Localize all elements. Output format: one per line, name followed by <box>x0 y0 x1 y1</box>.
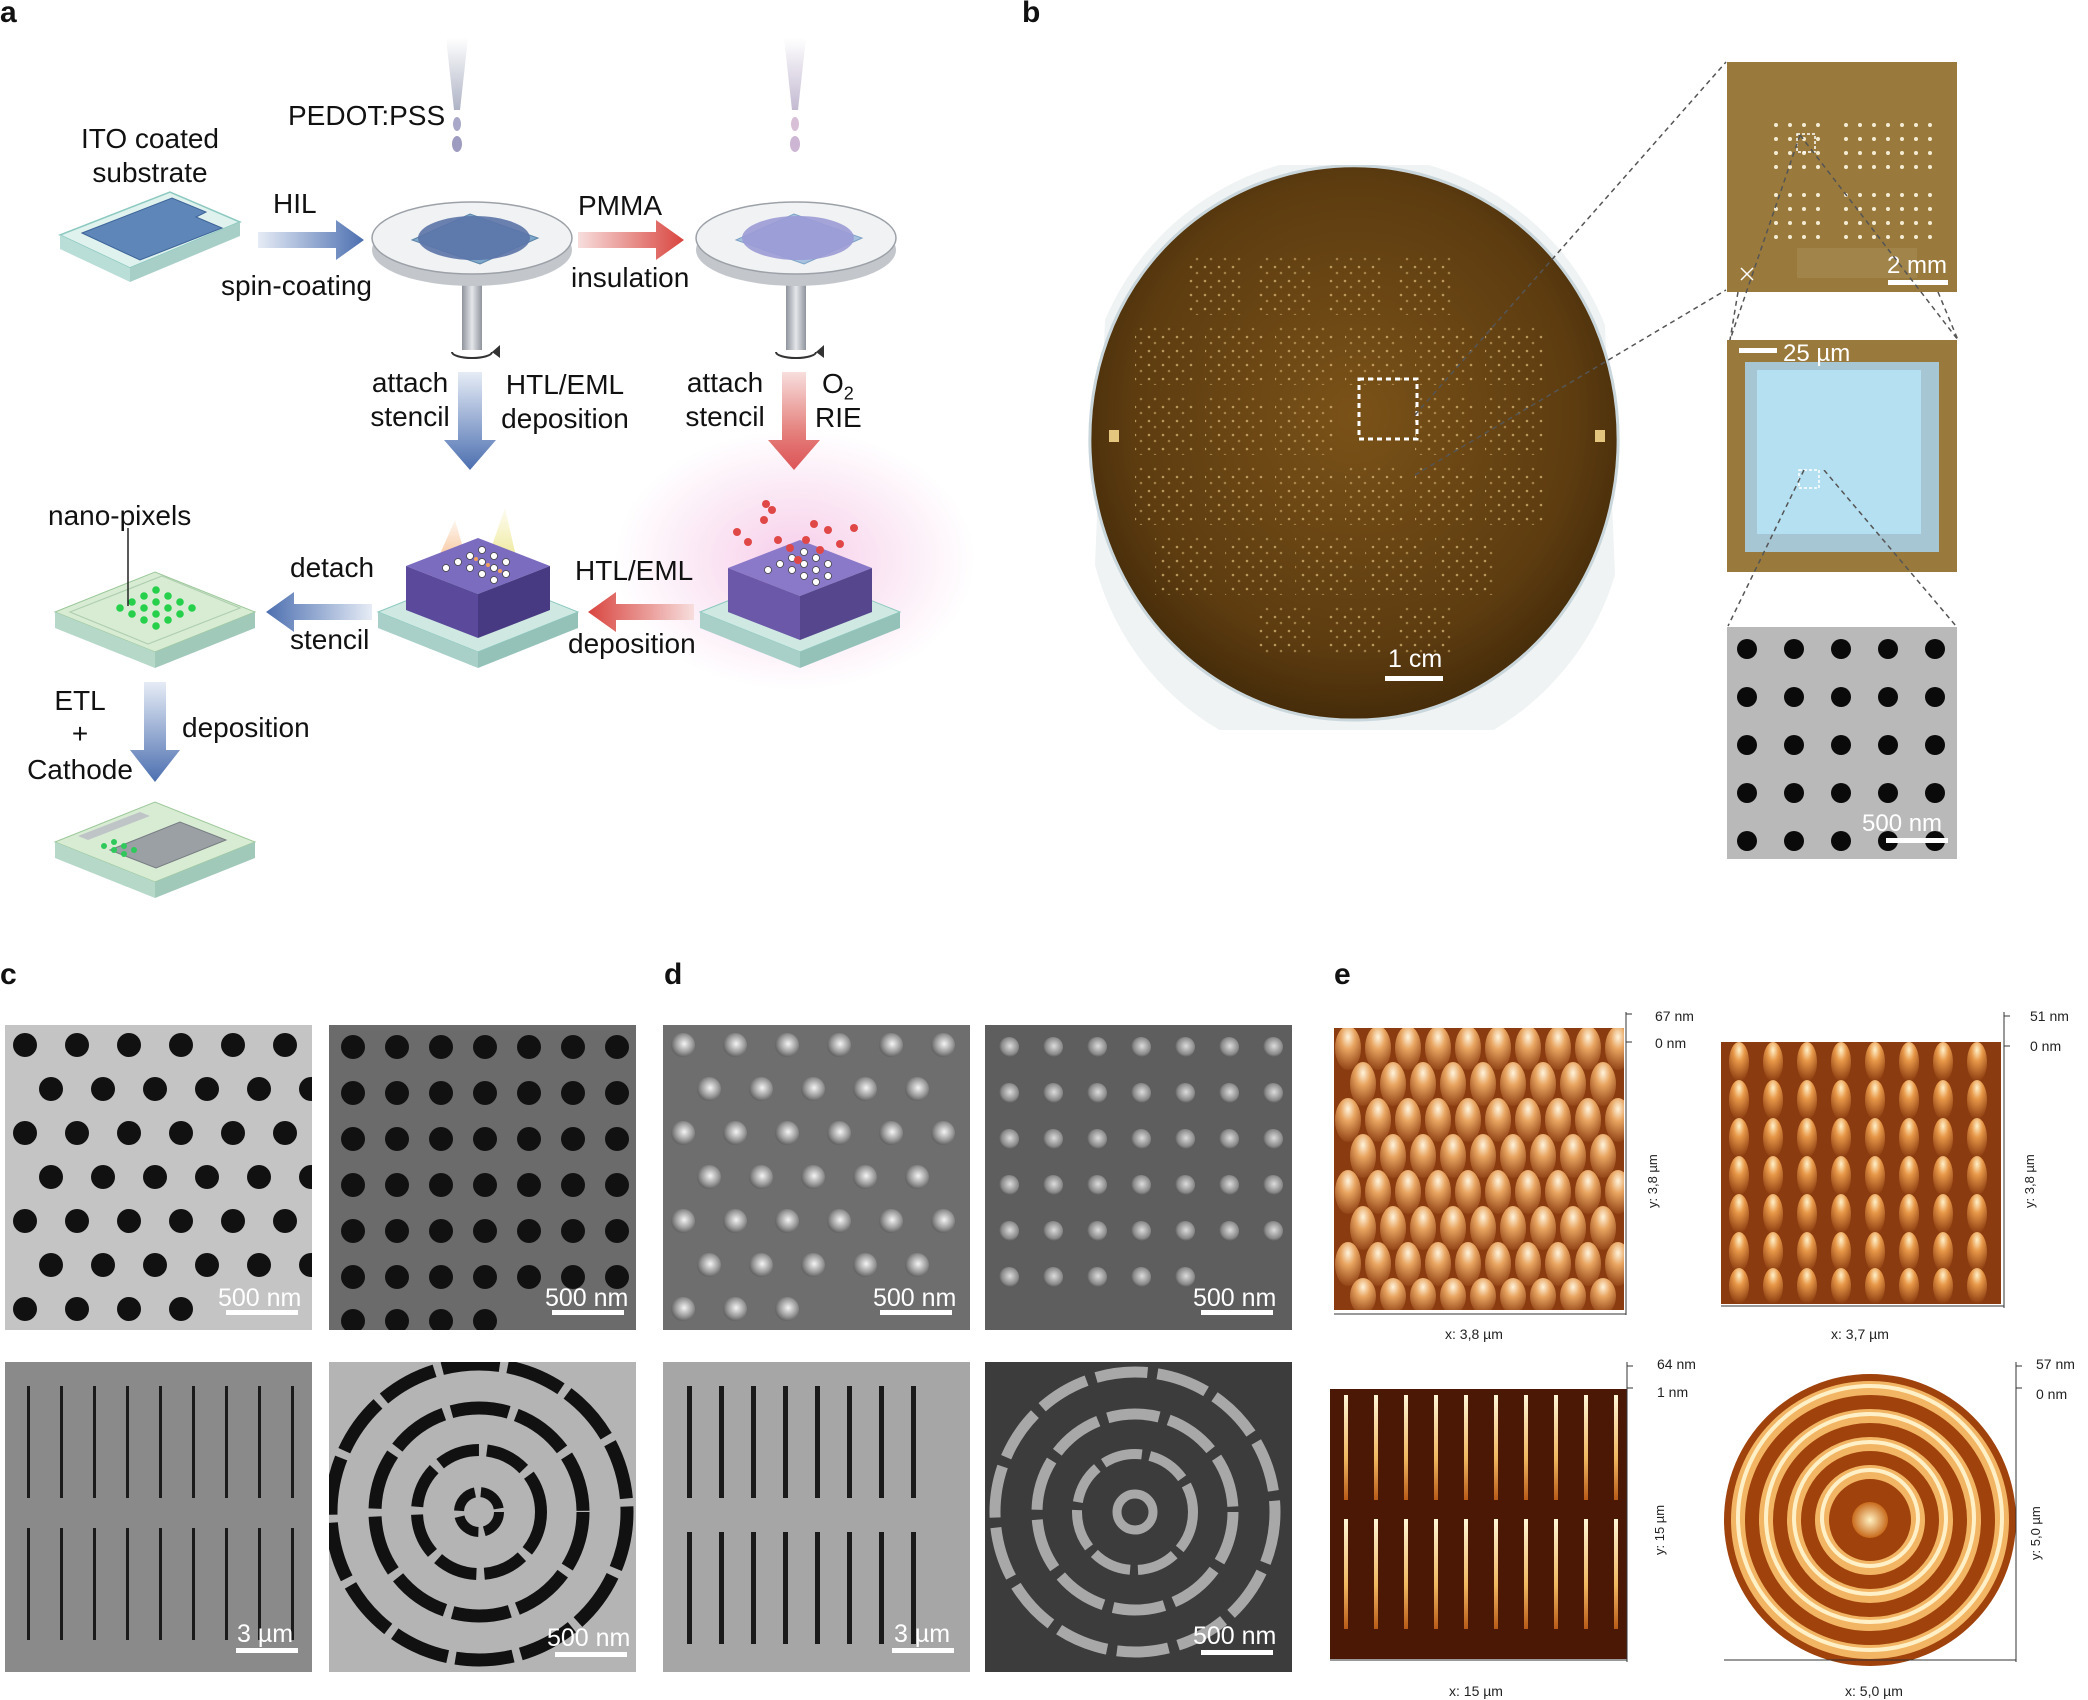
afm2-x-label: x: 3,7 µm <box>1831 1326 1889 1342</box>
scalebar-label-sem-b: 500 nm <box>1862 810 1943 837</box>
sem-d-hex-dots <box>663 1025 970 1330</box>
label-ito-substrate: ITO coated substrate <box>80 123 219 188</box>
scalebar-c1 <box>226 1310 298 1315</box>
afm1-x-label: x: 3,8 µm <box>1445 1326 1503 1342</box>
panel-label-a: a <box>0 0 17 29</box>
zoom-lines-3 <box>1727 470 1957 627</box>
label-htl-eml-deposition-1: HTL/EML deposition <box>501 369 629 434</box>
sem-c-square-holes <box>329 1025 636 1330</box>
afm-axes-3 <box>1330 1362 1633 1662</box>
scalebar-label-d3: 3 µm <box>894 1620 951 1648</box>
sem-d-rings <box>985 1362 1292 1672</box>
afm2-y-label: y: 3,8 µm <box>2022 1154 2037 1208</box>
scalebar-label-wafer: 1 cm <box>1388 645 1443 673</box>
afm3-x-label: x: 15 µm <box>1449 1683 1503 1699</box>
scalebar-label-c3: 3 µm <box>237 1620 294 1648</box>
scalebar-d3 <box>892 1648 954 1653</box>
label-o2: O2 <box>822 368 854 404</box>
scalebar-chip <box>1888 280 1948 285</box>
scalebar-d4 <box>1201 1650 1273 1655</box>
chip-photo <box>1727 62 1957 292</box>
panel-label-e: e <box>1334 958 1351 991</box>
sem-d-lines <box>663 1362 970 1672</box>
sem-c-lines <box>5 1362 312 1672</box>
label-etl: ETL <box>54 685 106 716</box>
label-attach-stencil-2: attach stencil <box>685 367 765 432</box>
zoom-lines-2 <box>1729 134 1959 341</box>
afm-axes-2 <box>1721 1012 2010 1308</box>
afm4-zmin: 0 nm <box>2036 1386 2068 1402</box>
scalebar-label-c2: 500 nm <box>545 1284 629 1312</box>
scalebar-label-d4: 500 nm <box>1193 1622 1277 1650</box>
scalebar-pixel <box>1739 348 1777 353</box>
label-hil: HIL <box>273 188 317 219</box>
scalebar-label-c4: 500 nm <box>547 1624 631 1652</box>
afm4-zmax: 57 nm <box>2036 1356 2075 1372</box>
afm3-y-label: y: 15 µm <box>1652 1504 1667 1555</box>
label-attach-stencil-1: attach stencil <box>370 367 450 432</box>
panel-label-d: d <box>664 958 683 991</box>
label-deposition-2: deposition <box>182 712 310 743</box>
label-pmma: PMMA <box>578 190 662 221</box>
scalebar-label-chip: 2 mm <box>1887 252 1947 279</box>
wafer-photo <box>1075 165 1635 730</box>
afm-axes-1 <box>1334 1012 1632 1315</box>
sem-holes-b <box>1727 627 1957 859</box>
label-cathode: Cathode <box>27 754 133 785</box>
scalebar-label-pixel: 25 µm <box>1783 340 1851 367</box>
afm-axes-4 <box>1724 1362 2022 1662</box>
label-nano-pixels: nano-pixels <box>48 500 192 531</box>
label-pedot-pss: PEDOT:PSS <box>288 100 446 131</box>
afm4-y-label: y: 5,0 µm <box>2028 1506 2043 1560</box>
panel-label-b: b <box>1022 0 1041 29</box>
afm2-zmin: 0 nm <box>2030 1038 2062 1054</box>
label-detach: detach <box>290 552 375 583</box>
afm1-zmax: 67 nm <box>1655 1008 1694 1024</box>
afm4-x-label: x: 5,0 µm <box>1845 1683 1903 1699</box>
afm-square-cones <box>1721 1042 2001 1304</box>
scalebar-c4 <box>555 1652 627 1657</box>
afm3-zmax: 64 nm <box>1657 1356 1696 1372</box>
sem-c-rings <box>329 1362 636 1672</box>
scalebar-label-d1: 500 nm <box>873 1284 957 1312</box>
afm1-zmin: 0 nm <box>1655 1035 1687 1051</box>
panel-label-c: c <box>0 958 17 991</box>
scalebar-c2 <box>552 1310 624 1315</box>
sem-d-square-dots <box>985 1025 1292 1330</box>
label-plus: + <box>71 718 89 749</box>
afm3-zmin: 1 nm <box>1657 1384 1689 1400</box>
label-insulation: insulation <box>571 262 690 293</box>
afm-hex-cones <box>1334 1028 1624 1310</box>
scalebar-sem-b <box>1886 838 1948 843</box>
scalebar-d1 <box>880 1310 952 1315</box>
label-stencil: stencil <box>290 624 370 655</box>
sem-c-hex-holes <box>5 1025 312 1330</box>
afm-lines <box>1330 1389 1627 1659</box>
process-flow-diagram <box>53 38 975 898</box>
label-rie: RIE <box>815 402 862 433</box>
scalebar-c3 <box>236 1648 298 1653</box>
scalebar-wafer <box>1385 676 1443 681</box>
label-deposition: deposition <box>568 628 696 659</box>
pixel-photo <box>1727 340 1957 572</box>
zoom-lines <box>1414 61 1727 476</box>
afm1-y-label: y: 3,8 µm <box>1645 1154 1660 1208</box>
label-spin-coating: spin-coating <box>221 270 372 301</box>
afm2-zmax: 51 nm <box>2030 1008 2069 1024</box>
afm-rings <box>1724 1370 2016 1670</box>
label-htl-eml: HTL/EML <box>575 555 694 586</box>
scalebar-d2 <box>1201 1310 1273 1315</box>
scalebar-label-d2: 500 nm <box>1193 1284 1277 1312</box>
scalebar-label-c1: 500 nm <box>218 1284 302 1312</box>
